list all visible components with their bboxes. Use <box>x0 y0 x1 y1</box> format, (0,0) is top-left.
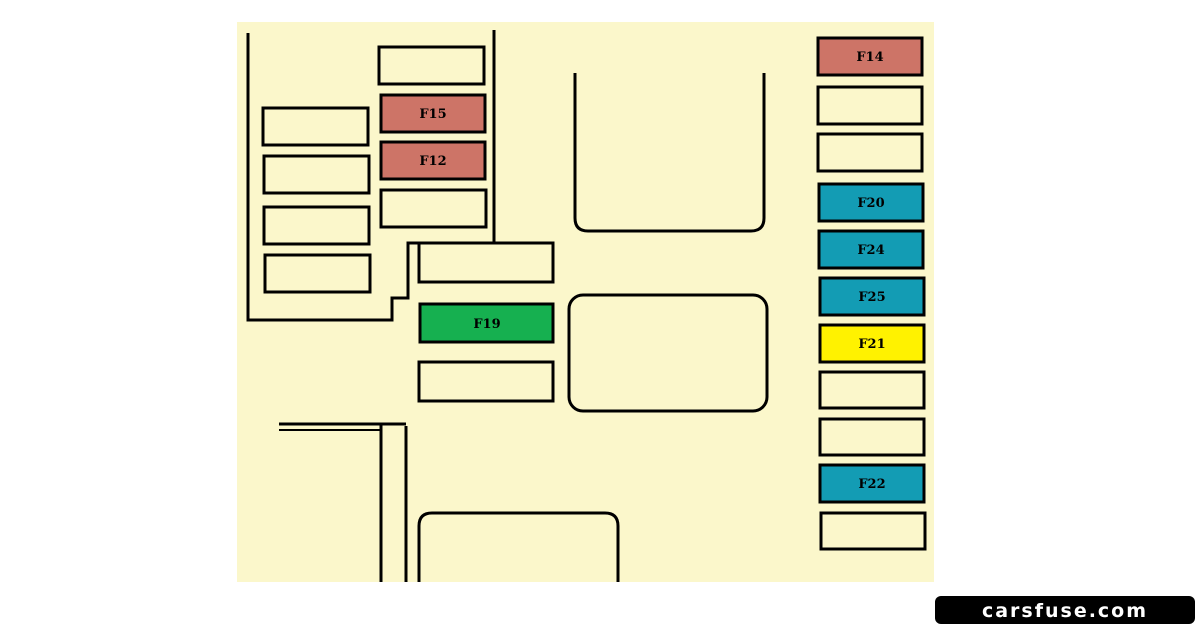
fuse-f25: F25 <box>818 276 926 317</box>
fuse-label: F14 <box>856 50 883 65</box>
fuse-label: F24 <box>857 243 884 258</box>
fuse-f12: F12 <box>379 140 487 181</box>
fuse-f20: F20 <box>817 182 925 223</box>
fuse-label: F21 <box>858 337 885 352</box>
empty-fuse-slot <box>262 205 371 246</box>
empty-fuse-slot <box>816 85 924 126</box>
empty-fuse-slot <box>818 417 926 457</box>
empty-fuse-slot <box>261 106 370 147</box>
fuse-f22: F22 <box>818 463 926 504</box>
empty-fuse-slot <box>263 253 372 294</box>
fuse-label: F12 <box>419 154 446 169</box>
lower-relay-socket <box>417 511 620 582</box>
fuse-label: F25 <box>858 290 885 305</box>
carsfuse-logo: carsfuse.com <box>935 596 1195 624</box>
empty-fuse-slot <box>417 360 555 403</box>
empty-fuse-slot <box>262 154 371 195</box>
fuse-label: F19 <box>473 317 500 332</box>
watermark-text: carsfuse.com <box>982 600 1148 622</box>
empty-fuse-slot <box>417 241 555 284</box>
empty-fuse-slot <box>379 188 488 229</box>
fuse-label: F22 <box>858 477 885 492</box>
fuse-label: F20 <box>857 196 884 211</box>
fuse-f21: F21 <box>818 323 926 364</box>
empty-fuse-slot <box>818 370 926 410</box>
empty-fuse-slot <box>819 511 927 551</box>
fuse-f14: F14 <box>816 36 924 77</box>
empty-fuse-slot <box>377 45 486 86</box>
fuse-f24: F24 <box>817 229 925 270</box>
fuse-f15: F15 <box>379 93 487 134</box>
empty-fuse-slot <box>816 132 924 173</box>
fuse-f19: F19 <box>418 302 555 344</box>
middle-relay-socket <box>567 293 769 413</box>
fuse-label: F15 <box>419 107 446 122</box>
upper-relay-socket <box>573 73 766 233</box>
